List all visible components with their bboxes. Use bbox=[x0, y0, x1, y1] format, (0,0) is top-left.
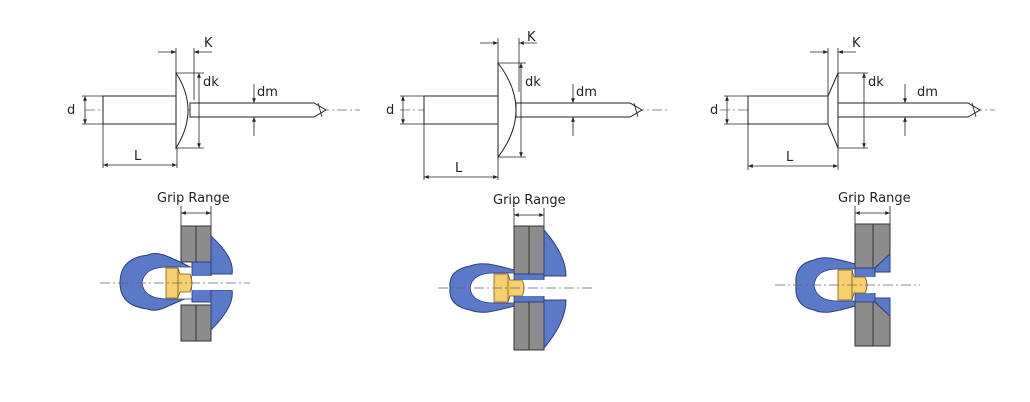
mandrel-break-notch bbox=[317, 102, 323, 118]
installed-rivet-dome: Grip Range bbox=[100, 191, 250, 342]
countersunk-head bbox=[827, 72, 839, 149]
dm-label: dm bbox=[576, 85, 597, 100]
k-label: K bbox=[527, 30, 536, 45]
d-label: d bbox=[710, 103, 718, 118]
d-label: d bbox=[386, 103, 394, 118]
l-label: L bbox=[455, 161, 463, 176]
mandrel bbox=[515, 102, 643, 118]
mandrel bbox=[189, 102, 327, 118]
grip-range-label: Grip Range bbox=[157, 191, 230, 206]
l-label: L bbox=[786, 150, 794, 165]
dk-label: dk bbox=[868, 75, 884, 90]
flange-head bbox=[497, 61, 517, 159]
rivet-body bbox=[747, 95, 829, 125]
installed-rivet-countersunk: Grip Range bbox=[775, 191, 920, 347]
grip-range-label: Grip Range bbox=[838, 191, 911, 206]
k-label: K bbox=[852, 36, 861, 51]
rivet-countersunk-dimensions: d L K dk dm bbox=[710, 36, 995, 170]
dm-label: dm bbox=[917, 85, 938, 100]
dm-label: dm bbox=[257, 85, 278, 100]
l-label: L bbox=[134, 149, 142, 164]
mandrel-head-installed bbox=[493, 273, 525, 303]
mandrel-break-notch bbox=[971, 102, 977, 118]
rivet-large-flange-dimensions: d L K dk dm bbox=[386, 30, 668, 180]
dk-label: dk bbox=[203, 75, 219, 90]
mandrel-break-notch bbox=[633, 102, 639, 118]
dome-head bbox=[175, 71, 189, 150]
k-label: K bbox=[204, 36, 213, 51]
rivet-body bbox=[423, 95, 499, 125]
installed-rivet-large-flange: Grip Range bbox=[438, 193, 592, 351]
d-label: d bbox=[67, 103, 75, 118]
rivet-body bbox=[102, 95, 178, 125]
dk-label: dk bbox=[525, 75, 541, 90]
grip-range-label: Grip Range bbox=[493, 193, 566, 208]
rivet-dome-head-dimensions: d L K dk dm bbox=[67, 36, 360, 168]
mandrel bbox=[837, 102, 981, 118]
